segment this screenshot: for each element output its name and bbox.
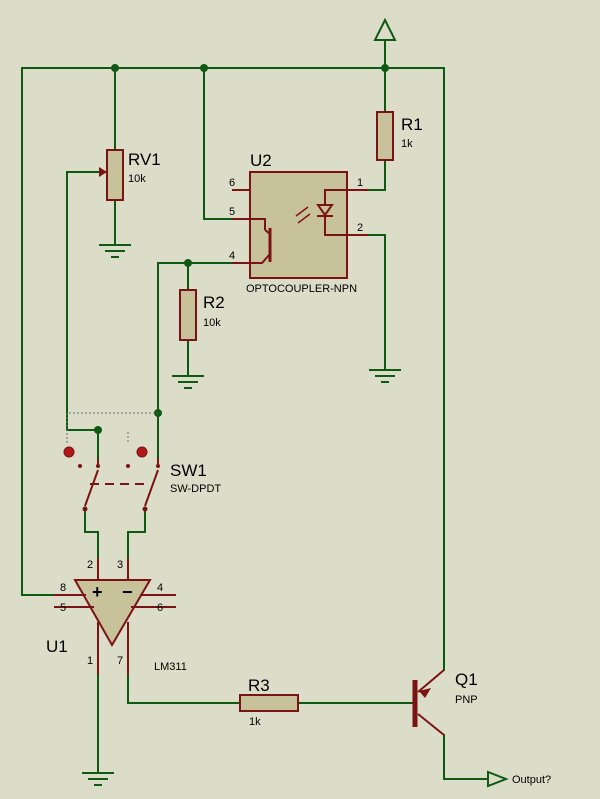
wire-u2-pin5 [203,67,233,220]
u1-ref: U1 [46,637,68,656]
r2-value: 10k [203,317,221,329]
comparator-u1: 8 5 4 6 2 3 1 7 + − U1 LM311 [46,558,187,675]
r1-value: 1k [401,138,413,150]
u2-pin-number: 6 [229,177,235,189]
wire-left-rail [21,67,55,596]
u2-value: OPTOCOUPLER-NPN [246,283,357,295]
junction-dot [111,64,119,72]
u2-led-icon [295,189,347,236]
u1-body [73,579,152,648]
output-label: Output? [512,774,551,786]
wire-r1-u2pin1 [367,159,386,191]
ground-icon [369,369,401,383]
q1-value: PNP [455,694,478,706]
u1-pin-number: 8 [60,582,66,594]
ground-icon [99,244,131,258]
rv1-ref: RV1 [128,150,161,169]
sw1-value: SW-DPDT [170,483,221,495]
optocoupler-u2: 6 5 4 1 2 U2 OPTOCOUPLER-NPN [229,151,368,295]
u2-pin-number: 2 [357,222,363,234]
u1-pin-number: 7 [117,655,123,667]
wires [21,39,489,780]
junction-dot [184,259,192,267]
u1-plus-sign: + [92,582,103,602]
u2-pin-number: 1 [357,177,363,189]
q1-ref: Q1 [455,670,478,689]
u2-pin-number: 5 [229,206,235,218]
resistor-r2: R2 10k [179,289,225,341]
u1-value: LM311 [154,661,187,673]
ground-icon [82,772,114,786]
u1-minus-sign: − [122,582,133,602]
r2-ref: R2 [203,293,225,312]
r2-body [179,289,197,341]
r1-body [376,111,394,161]
wire-u2pin2-ground [367,234,386,371]
potentiometer-rv1: RV1 10k [99,149,161,201]
ground-icon [172,375,204,389]
wire-u2pin4 [157,262,233,414]
power-arrow-icon [373,17,397,41]
transistor-q1: Q1 PNP [412,669,478,736]
wire-rv1-wiper [66,171,101,431]
sw1-ref: SW1 [170,461,207,480]
r3-body [239,694,299,712]
wire-sw-to-u1-pin2 [84,511,99,559]
switch-actuator-icon [136,446,148,458]
r3-ref: R3 [248,676,270,695]
switch-sw1: SW1 SW-DPDT [63,412,221,512]
u2-pin-number: 4 [229,250,235,262]
resistor-r3: R3 1k [239,676,299,728]
u1-pin-number: 6 [157,602,163,614]
rv1-wiper-arrow-icon [99,167,107,177]
wire-u1pin7-r3 [127,674,241,704]
wire-q1-output [443,734,489,780]
junction-dot [200,64,208,72]
r3-value: 1k [249,716,261,728]
switch-actuator-icon [63,446,75,458]
r1-ref: R1 [401,115,423,134]
u1-pin-number: 1 [87,655,93,667]
junction-dot [381,64,389,72]
u1-pin-number: 3 [117,559,123,571]
wire-sw-to-u1-pin3 [127,511,146,559]
u1-pin-number: 2 [87,559,93,571]
rv1-body [106,149,124,201]
q1-emitter-arrow-icon [419,688,431,698]
u1-pin-number: 5 [60,602,66,614]
u2-ref: U2 [250,151,272,170]
output-terminal-icon [487,770,509,788]
rv1-value: 10k [128,173,146,185]
junction-dot [94,426,102,434]
resistor-r1: R1 1k [376,111,423,161]
u1-pin-number: 4 [157,582,163,594]
u2-phototransistor-icon [250,218,272,264]
